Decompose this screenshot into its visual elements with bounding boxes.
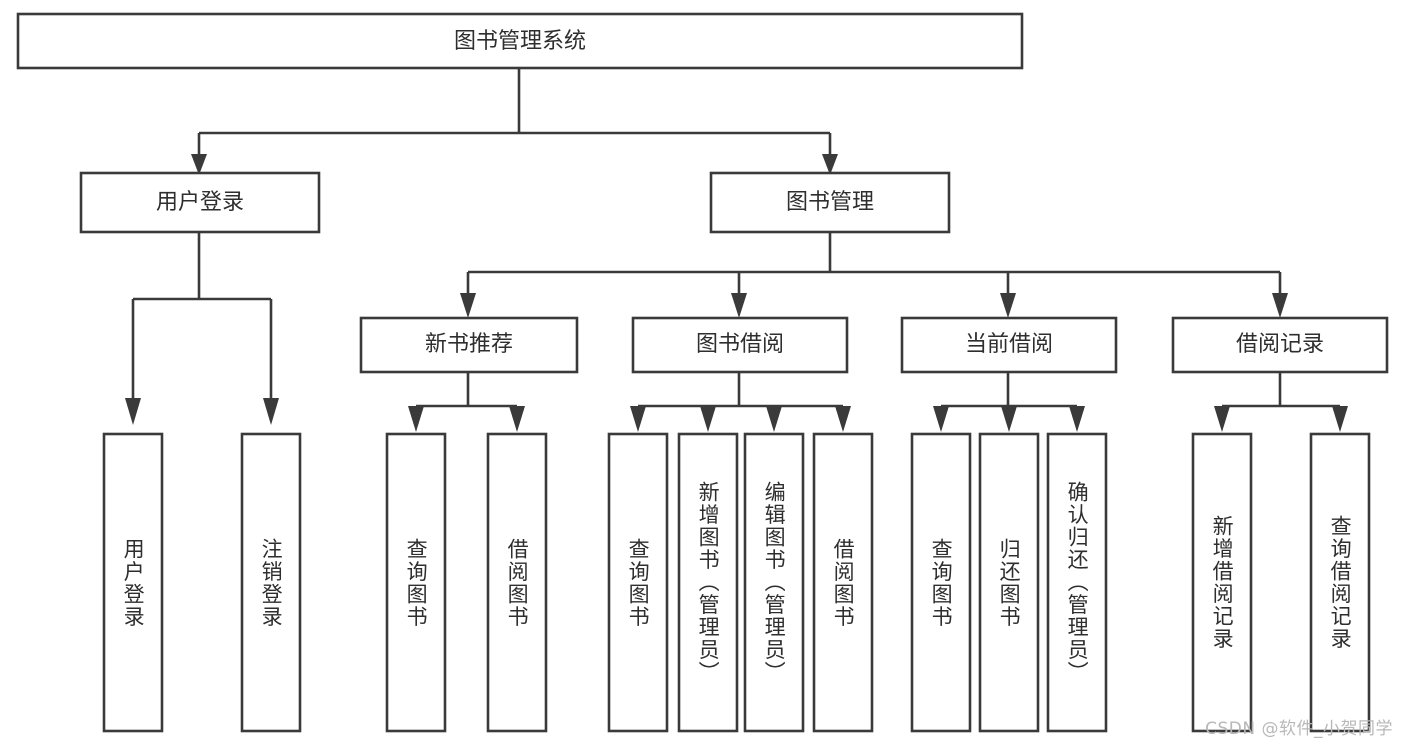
node-root-system-box[interactable] [16,12,1024,70]
node-borrow-record-box[interactable] [1171,316,1389,374]
leaf-box-book-borrow-2[interactable] [677,432,739,733]
arrow-newbook-leaf-1 [408,406,424,432]
arrow-currentborrow-leaf-2 [1001,406,1017,432]
leaf-box-borrow-record-2[interactable] [1309,432,1371,733]
arrow-borrowrecord-leaf-1 [1214,406,1230,432]
node-book-borrow[interactable]: 图书借阅 [631,316,849,374]
leaf-box-book-borrow-3[interactable] [743,432,805,733]
arrow-borrowrecord-leaf-2 [1332,406,1348,432]
node-root-system[interactable]: 图书管理系统 [16,12,1024,70]
leaf-box-user-login-1[interactable] [102,432,164,733]
node-new-book-recommend-label: 新书推荐 [425,332,513,357]
node-book-management[interactable]: 图书管理 [709,171,951,234]
leaf-box-current-borrow-1[interactable] [910,432,972,733]
arrow-userlogin-leaf-2 [263,398,279,425]
node-root-system-label: 图书管理系统 [454,29,586,54]
arrow-currentborrow-leaf-3 [1069,406,1085,432]
node-book-borrow-label: 图书借阅 [696,332,784,357]
arrow-bookborrow-leaf-3 [766,406,782,432]
arrow-bookmgmt-child-4 [1272,293,1288,318]
node-borrow-record-label: 借阅记录 [1236,332,1324,357]
node-borrow-record[interactable]: 借阅记录 [1171,316,1389,374]
arrow-bookborrow-leaf-2 [700,406,716,432]
node-book-management-label: 图书管理 [786,190,874,215]
leaf-box-book-borrow-1[interactable] [607,432,669,733]
arrow-bookborrow-leaf-4 [835,406,851,432]
leaf-box-new-book-1[interactable] [385,432,447,733]
node-book-borrow-box[interactable] [631,316,849,374]
leaf-box-new-book-2[interactable] [486,432,548,733]
arrow-userlogin-leaf-1 [125,398,141,425]
node-book-management-box[interactable] [709,171,951,234]
arrow-root-to-user-login [191,154,207,175]
node-user-login[interactable]: 用户登录 [79,171,321,234]
leaf-box-current-borrow-3[interactable] [1046,432,1108,733]
leaf-box-borrow-record-1[interactable] [1191,432,1253,733]
node-new-book-recommend[interactable]: 新书推荐 [359,316,579,374]
leaf-box-current-borrow-2[interactable] [978,432,1040,733]
connector-group [125,68,1348,432]
node-user-login-label: 用户登录 [156,190,244,215]
node-current-borrow-box[interactable] [900,316,1118,374]
arrow-root-to-book-mgmt [822,154,838,175]
node-user-login-box[interactable] [79,171,321,234]
arrow-currentborrow-leaf-1 [933,406,949,432]
leaf-box-book-borrow-4[interactable] [812,432,874,733]
arrow-bookmgmt-child-1 [460,293,476,318]
arrow-newbook-leaf-2 [509,406,525,432]
node-new-book-recommend-box[interactable] [359,316,579,374]
leaf-box-user-login-2[interactable] [240,432,302,733]
node-current-borrow-label: 当前借阅 [965,332,1053,357]
node-current-borrow[interactable]: 当前借阅 [900,316,1118,374]
arrow-bookmgmt-child-2 [731,293,747,318]
arrow-bookmgmt-child-3 [1000,293,1016,318]
arrow-bookborrow-leaf-1 [630,406,646,432]
